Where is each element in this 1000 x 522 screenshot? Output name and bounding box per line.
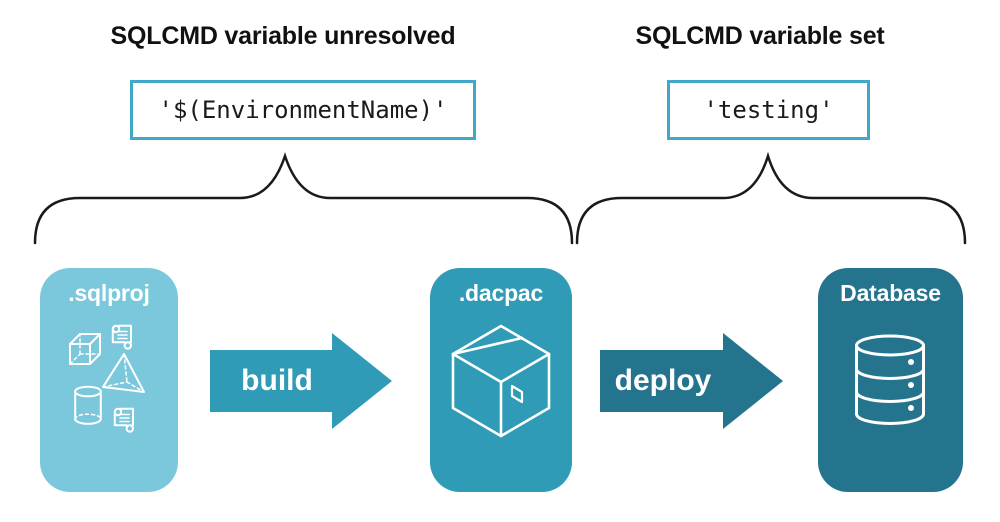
- stage-database-label: Database: [840, 280, 941, 306]
- scroll-icon: [113, 407, 134, 433]
- stage-dacpac-label: .dacpac: [458, 280, 544, 306]
- sql-project-objects-icon: [69, 324, 145, 433]
- set-variable-value: 'testing': [703, 96, 834, 124]
- scroll-icon: [111, 324, 132, 350]
- deploy-arrow-label: deploy: [614, 364, 712, 397]
- heading-variable-unresolved: SQLCMD variable unresolved: [110, 22, 456, 50]
- cube-icon: [69, 333, 101, 365]
- set-variable-codebox: 'testing': [667, 80, 870, 140]
- deploy-arrow-icon: [600, 333, 783, 429]
- left-brace-icon: [33, 152, 574, 245]
- stage-sqlproj: .sqlproj: [40, 268, 178, 492]
- build-arrow-label: build: [241, 364, 313, 397]
- stage-database: Database: [818, 268, 963, 492]
- stage-dacpac: .dacpac: [430, 268, 572, 492]
- unresolved-variable-value: '$(EnvironmentName)': [158, 96, 448, 124]
- build-arrow-icon: [210, 333, 392, 429]
- pyramid-icon: [102, 353, 145, 393]
- database-cylinder-icon: [855, 334, 925, 425]
- stage-sqlproj-label: .sqlproj: [68, 280, 150, 306]
- heading-variable-set: SQLCMD variable set: [635, 22, 885, 50]
- unresolved-variable-codebox: '$(EnvironmentName)': [130, 80, 476, 140]
- right-brace-icon: [575, 151, 967, 245]
- package-box-icon: [451, 324, 551, 438]
- cylinder-icon: [74, 385, 102, 425]
